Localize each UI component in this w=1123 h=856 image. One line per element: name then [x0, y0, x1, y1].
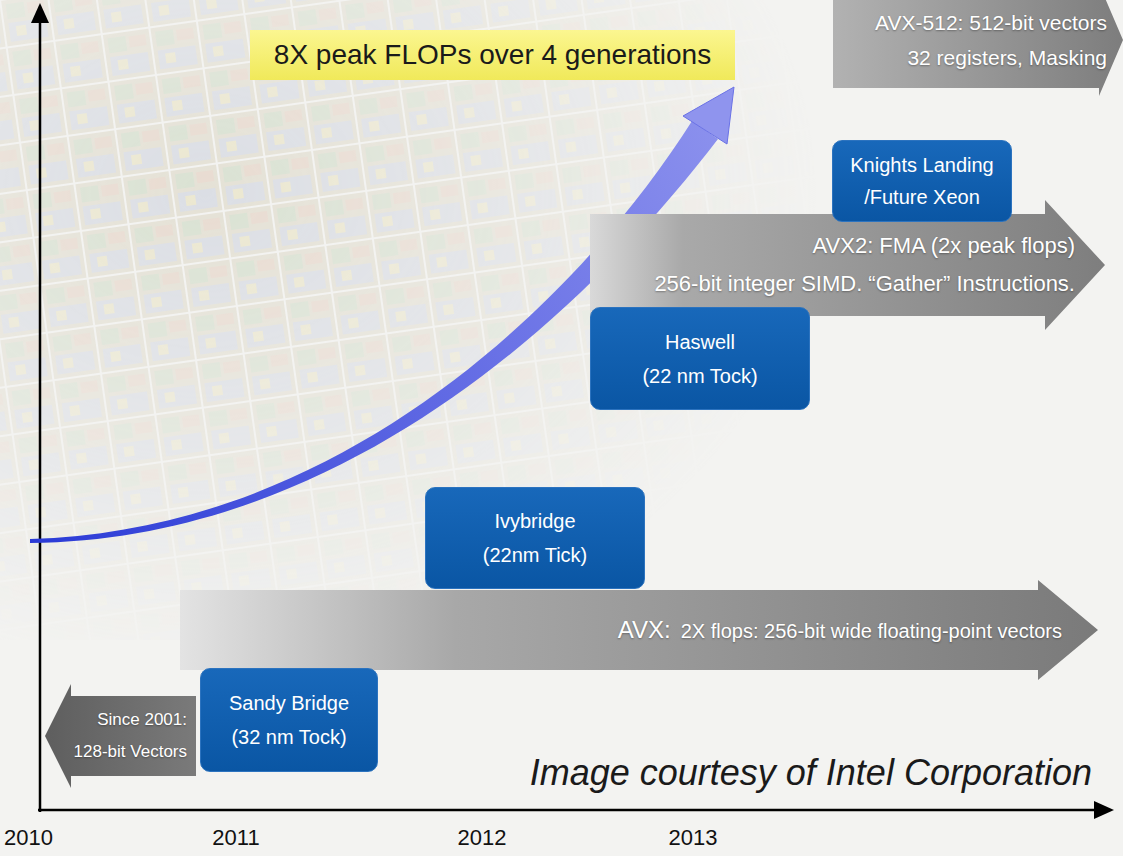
- growth-arrowhead: [683, 87, 734, 144]
- extension-text: AVX2: FMA (2x peak flops): [813, 227, 1075, 265]
- extension-text: Since 2001:: [97, 704, 187, 736]
- year-label: 2013: [669, 825, 718, 851]
- x-axis: [38, 809, 1096, 812]
- processor-name: Knights Landing /Future Xeon: [843, 149, 1001, 213]
- extension-text: 32 registers, Masking: [907, 40, 1107, 75]
- processor-box: Haswell(22 nm Tock): [590, 307, 810, 410]
- extension-arrow: AVX-512: 512-bit vectors32 registers, Ma…: [833, 0, 1123, 96]
- arrow-band-fill: [180, 580, 1098, 680]
- extension-text: 256-bit integer SIMD. “Gather” Instructi…: [654, 265, 1075, 303]
- y-axis-arrowhead: [31, 3, 49, 23]
- processor-box: Sandy Bridge(32 nm Tock): [200, 668, 378, 772]
- year-label: 2012: [458, 825, 507, 851]
- processor-name: (32 nm Tock): [231, 720, 346, 754]
- image-credit: Image courtesy of Intel Corporation: [530, 752, 1092, 794]
- processor-name: Haswell: [665, 325, 735, 359]
- extension-text: 2X flops: 256-bit wide floating-point ve…: [681, 616, 1062, 646]
- legacy-vector-arrow: Since 2001:128-bit Vectors: [45, 684, 196, 788]
- processor-name: (22 nm Tock): [642, 359, 757, 393]
- year-label: 2011: [212, 825, 259, 851]
- extension-text: 128-bit Vectors: [74, 736, 187, 768]
- arrow-band-shape: [45, 684, 196, 788]
- extension-text: AVX-512: 512-bit vectors: [875, 5, 1107, 40]
- chip-die-image: [0, 0, 820, 640]
- highlight-banner: 8X peak FLOPs over 4 generations: [250, 30, 735, 80]
- extension-text: AVX:: [618, 615, 671, 645]
- arrow-band-fill: [45, 684, 196, 788]
- x-axis-arrowhead: [1094, 801, 1114, 819]
- processor-name: (22nm Tick): [483, 538, 587, 572]
- y-axis: [39, 20, 42, 812]
- processor-box: Knights Landing /Future Xeon: [832, 140, 1012, 222]
- processor-name: Ivybridge: [494, 504, 575, 538]
- year-label: 2010: [4, 825, 53, 851]
- banner-text: 8X peak FLOPs over 4 generations: [274, 35, 711, 75]
- extension-arrow: AVX: 2X flops: 256-bit wide floating-poin…: [180, 580, 1098, 680]
- processor-box: Ivybridge(22nm Tick): [425, 487, 645, 589]
- arrow-band-fill: [833, 0, 1123, 96]
- processor-name: Sandy Bridge: [229, 686, 349, 720]
